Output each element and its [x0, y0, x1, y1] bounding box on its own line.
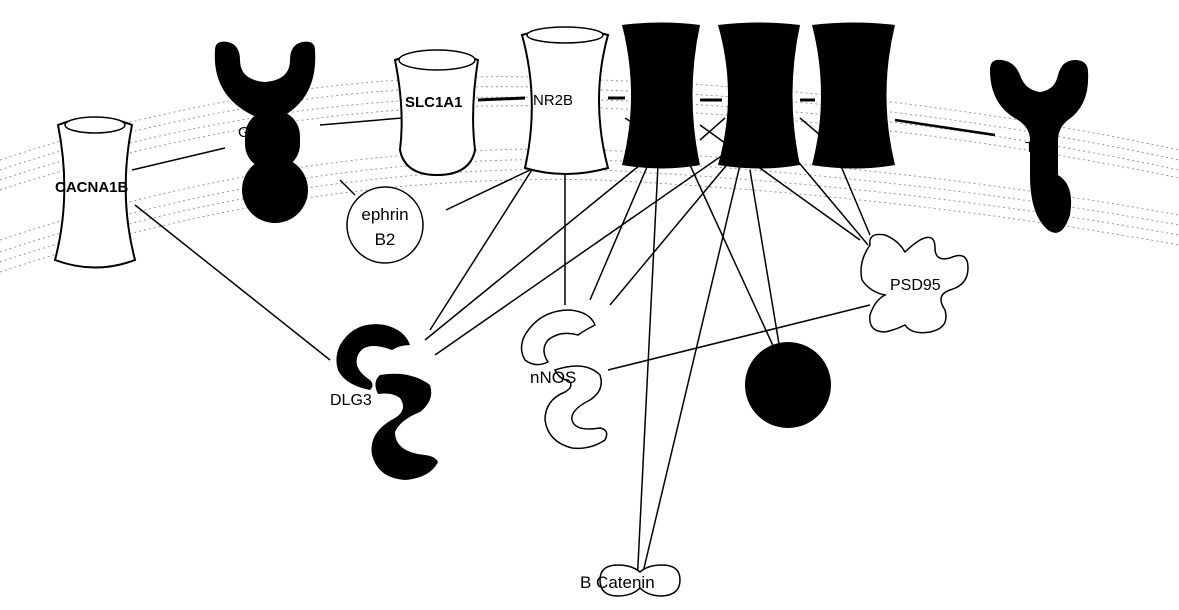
nr2b-channel: NR2B	[522, 27, 608, 174]
ephrinb2-label-line1: ephrin	[361, 205, 408, 224]
edge-grm1-slc1a1	[320, 118, 402, 125]
dlg-label: DLG3	[330, 392, 372, 409]
edge-slc1a1-nr2b	[478, 98, 525, 100]
nnos-protein: nNOS	[522, 310, 607, 448]
black-circle-node	[745, 342, 831, 428]
grm1-label: GRM1	[238, 124, 281, 141]
cacnaib-channel: CACNA1B	[55, 117, 135, 268]
nr2b-label: NR2B	[533, 92, 573, 109]
bcatenin-protein: B Catenin	[580, 565, 680, 596]
ephrinb2-label-line2: B2	[375, 230, 396, 249]
cacnaib-label: CACNA1B	[55, 179, 129, 196]
psd95-protein: PSD95	[861, 234, 968, 332]
edge-nr1-nr2a-cross2	[700, 118, 725, 140]
nnos-label: nNOS	[530, 368, 576, 387]
edge-nr2a-blackcircle	[750, 170, 780, 350]
edge-psd95-nnos	[608, 305, 870, 370]
edge-nr2b-dlg	[430, 165, 535, 330]
edge-nr2b-ephrin	[446, 170, 530, 210]
edge-nr2a-nr3-cross	[800, 118, 820, 135]
edge-nr1-dlg	[425, 165, 640, 340]
black-channel-2	[718, 23, 800, 169]
dlg-protein: DLG3	[330, 324, 438, 480]
trkb-label: TrkB	[1025, 139, 1056, 156]
black-channel-3	[812, 23, 895, 169]
ephrinb2-ligand: ephrin B2	[347, 187, 423, 263]
psd95-label: PSD95	[890, 277, 941, 294]
edge-cacnaib-grm1	[132, 148, 225, 170]
grm1-receptor: GRM1	[215, 42, 315, 223]
edge-nr3-trkb	[895, 120, 995, 135]
black-channel-1	[622, 23, 700, 169]
slc1a1-transporter: SLC1A1	[395, 50, 478, 175]
bcatenin-label: B Catenin	[580, 573, 655, 592]
slc1a1-label: SLC1A1	[405, 94, 463, 111]
edge-nr2a-nnos	[610, 155, 735, 305]
edge-cacnaib-dlg	[135, 205, 330, 360]
